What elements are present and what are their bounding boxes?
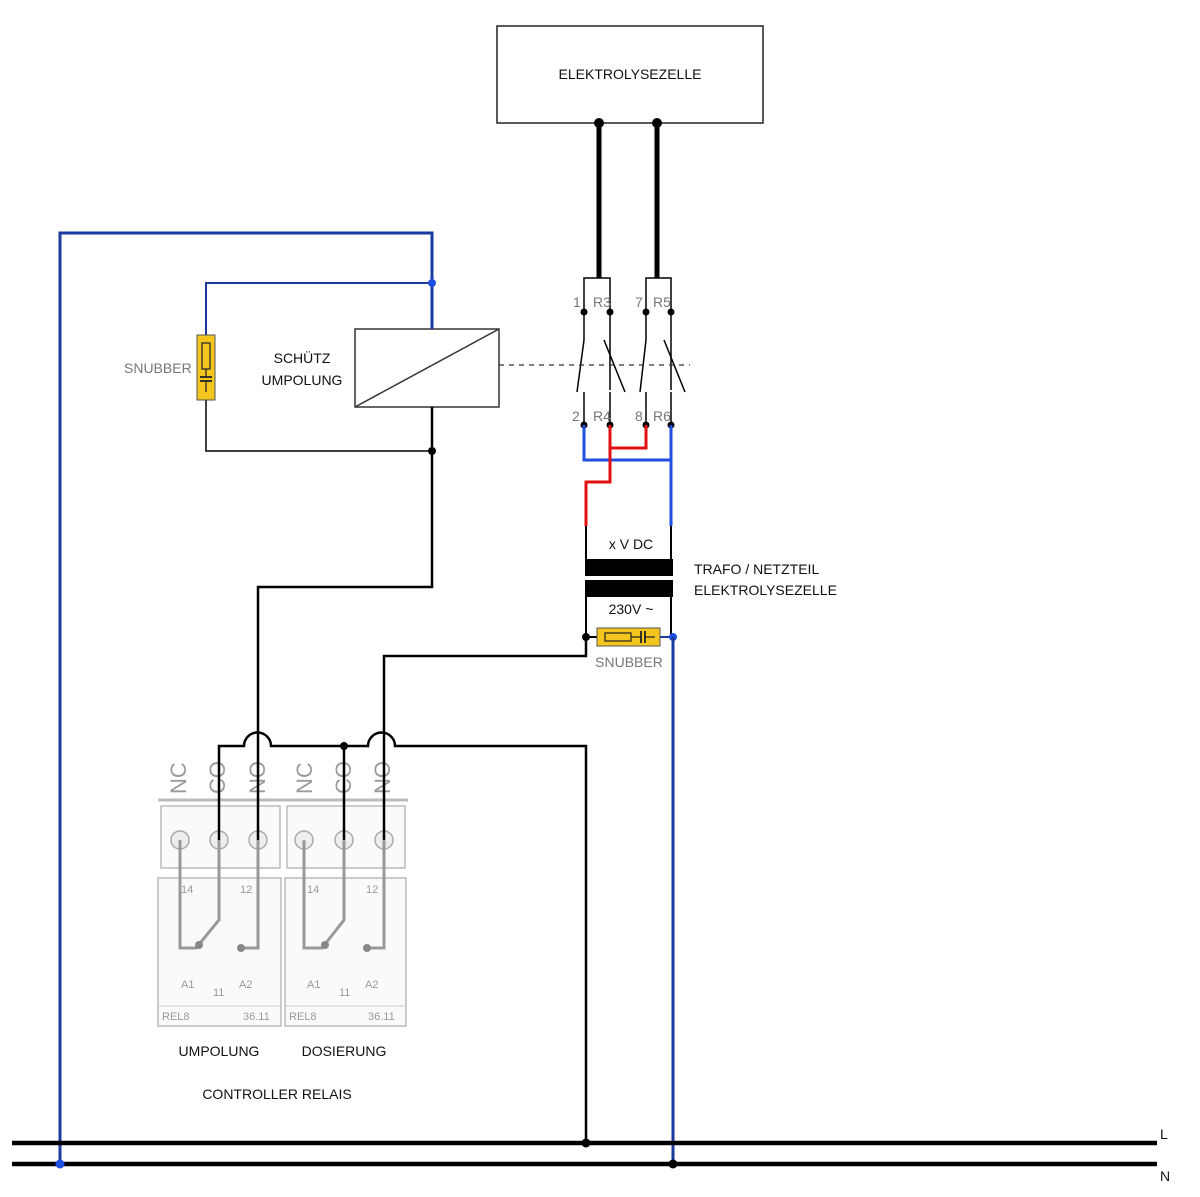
- contact-2: 2: [572, 408, 580, 424]
- contactor-coil: SCHÜTZ UMPOLUNG: [262, 328, 500, 408]
- supply-lines: L N: [12, 1126, 1170, 1184]
- snubber-top-blue: [205, 282, 432, 335]
- relay-1-type: 36.11: [243, 1011, 270, 1023]
- contact-7: 7: [635, 294, 643, 310]
- relay-2-terminal-no: NO: [370, 761, 395, 794]
- coil-bottom-black: [256, 407, 434, 742]
- contact-r3: R3: [593, 294, 611, 310]
- relay-2-pin14: 14: [307, 884, 319, 896]
- relay-1-pin14: 14: [181, 884, 193, 896]
- contact-labels: 1 R3 7 R5 2 R4 8 R6: [572, 294, 671, 424]
- relay-1-a1: A1: [181, 979, 194, 991]
- relay-1-terminal-co: CO: [205, 761, 230, 794]
- relay-2-pin11: 11: [339, 987, 350, 999]
- cell-terminal-dot: [652, 118, 662, 128]
- contact-dots: [580, 308, 675, 429]
- relay-2-pin12: 12: [366, 884, 378, 896]
- snubber-bottom-label: SNUBBER: [595, 654, 663, 670]
- contact-r5: R5: [653, 294, 671, 310]
- relay-2-a2: A2: [365, 979, 378, 991]
- snubber-left-label: SNUBBER: [124, 360, 192, 376]
- contact-1: 1: [573, 294, 581, 310]
- contact-r4: R4: [593, 408, 611, 424]
- relay-1-pin12: 12: [240, 884, 252, 896]
- junction-dot: [428, 447, 436, 455]
- controller-relays: NC CO NO 14 12 A1 A2 11 REL8 36.11 NC CO…: [157, 761, 408, 1102]
- relay-1-terminal-nc: NC: [166, 762, 191, 794]
- contact-8: 8: [635, 408, 643, 424]
- trafo-label-1: TRAFO / NETZTEIL: [694, 561, 819, 577]
- snubber-bottom: SNUBBER: [582, 627, 677, 670]
- relay-2-terminal-nc: NC: [292, 762, 317, 794]
- junction-dot: [428, 279, 436, 287]
- line-l-label: L: [1160, 1126, 1168, 1142]
- relay-1-model: REL8: [162, 1011, 190, 1023]
- relay-1-a2: A2: [239, 979, 252, 991]
- cell-label: ELEKTROLYSEZELLE: [559, 66, 702, 82]
- dc-voltage-label: x V DC: [609, 536, 653, 552]
- contactor-label-2: UMPOLUNG: [262, 372, 343, 388]
- junction-dot: [340, 742, 348, 750]
- relay-2-a1: A1: [307, 979, 320, 991]
- transformer: x V DC 230V ~ TRAFO / NETZTEIL ELEKTROLY…: [585, 526, 837, 637]
- line-n-label: N: [1160, 1168, 1170, 1184]
- contactor-label-1: SCHÜTZ: [274, 349, 331, 366]
- relay-wiring: [217, 637, 588, 1143]
- contactor-contacts: [576, 277, 686, 425]
- snubber-bottom-black: [205, 400, 432, 452]
- cell-terminal-dot: [594, 118, 604, 128]
- relay-umpolung-label: UMPOLUNG: [179, 1043, 260, 1059]
- cell-leads: [596, 123, 660, 278]
- relay-2-model: REL8: [289, 1011, 317, 1023]
- trafo-label-2: ELEKTROLYSEZELLE: [694, 582, 837, 598]
- ac-voltage-label: 230V ~: [609, 601, 654, 617]
- contact-r6: R6: [653, 408, 671, 424]
- relay-1-pin11: 11: [213, 987, 224, 999]
- snubber-left: SNUBBER: [124, 334, 216, 401]
- reversal-wiring: [582, 425, 673, 526]
- relay-dosierung-label: DOSIERUNG: [302, 1043, 387, 1059]
- electrolysis-cell: ELEKTROLYSEZELLE: [496, 25, 764, 124]
- relay-dosierung: NC CO NO 14 12 A1 A2 11 REL8 36.11: [284, 761, 407, 1027]
- relay-2-type: 36.11: [368, 1011, 395, 1023]
- controller-relais-label: CONTROLLER RELAIS: [202, 1086, 351, 1102]
